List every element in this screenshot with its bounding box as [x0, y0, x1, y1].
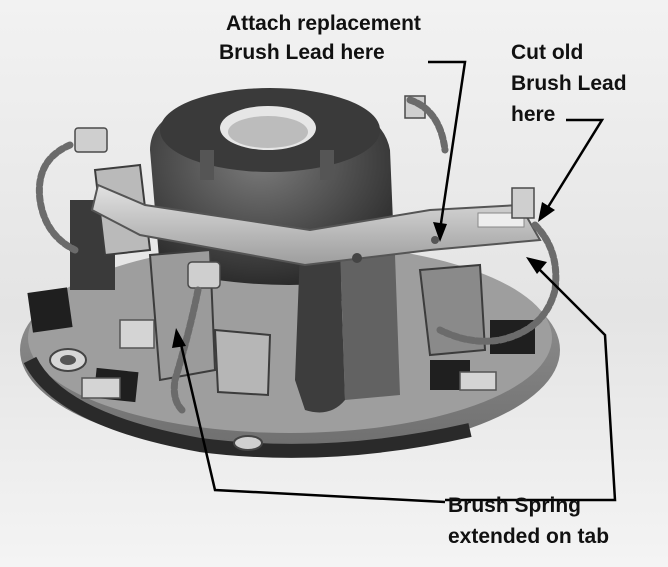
- label-brush-spring: Brush Spring: [448, 494, 582, 517]
- label-brush-lead: Brush Lead: [511, 72, 627, 95]
- arrowheads: [172, 202, 555, 348]
- label-attach-replacement: Attach replacement: [226, 12, 421, 35]
- center-pedestal: [295, 250, 400, 413]
- label-extended-on-tab: extended on tab: [448, 525, 610, 548]
- label-brush-lead-here: Brush Lead here: [219, 41, 385, 64]
- metal-strap: [90, 183, 542, 267]
- label-here: here: [511, 103, 556, 126]
- braided-leads: [35, 96, 560, 414]
- leader-lines: [178, 60, 617, 504]
- label-cut-old: Cut old: [511, 41, 584, 64]
